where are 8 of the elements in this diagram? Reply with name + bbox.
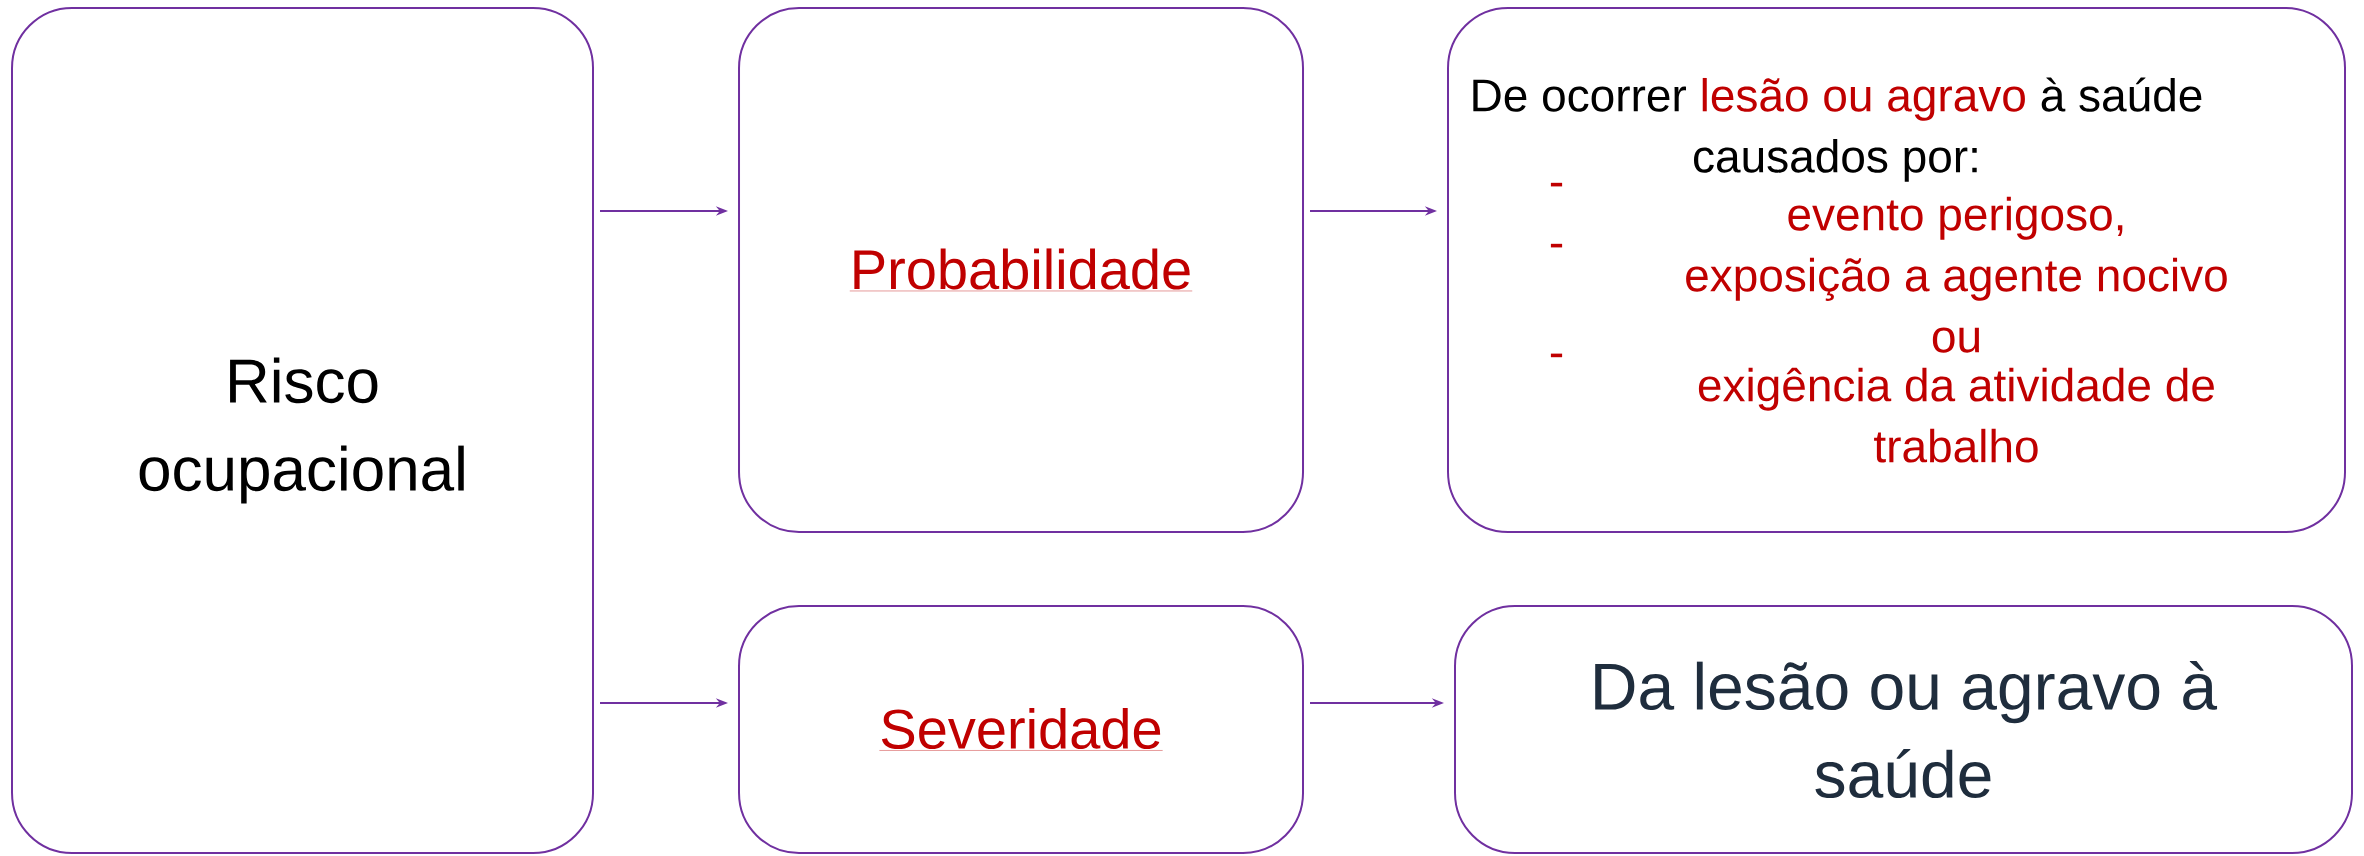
list-dash: - (1550, 182, 1563, 187)
text-box: Da lesão ou agravo à saúde (1454, 605, 2353, 854)
text-box: Severidade (738, 605, 1304, 854)
text-box: Probabilidade (738, 7, 1304, 533)
text-box: De ocorrer lesão ou agravo à saúde causados por: - evento perigoso, - exposição a agente nocivo ou - exigência da atividade de trabalho (1447, 7, 2346, 533)
list-dash: - (1550, 353, 1563, 358)
list-dash: - (1550, 243, 1563, 248)
text-box: Risco ocupacional (11, 7, 594, 854)
